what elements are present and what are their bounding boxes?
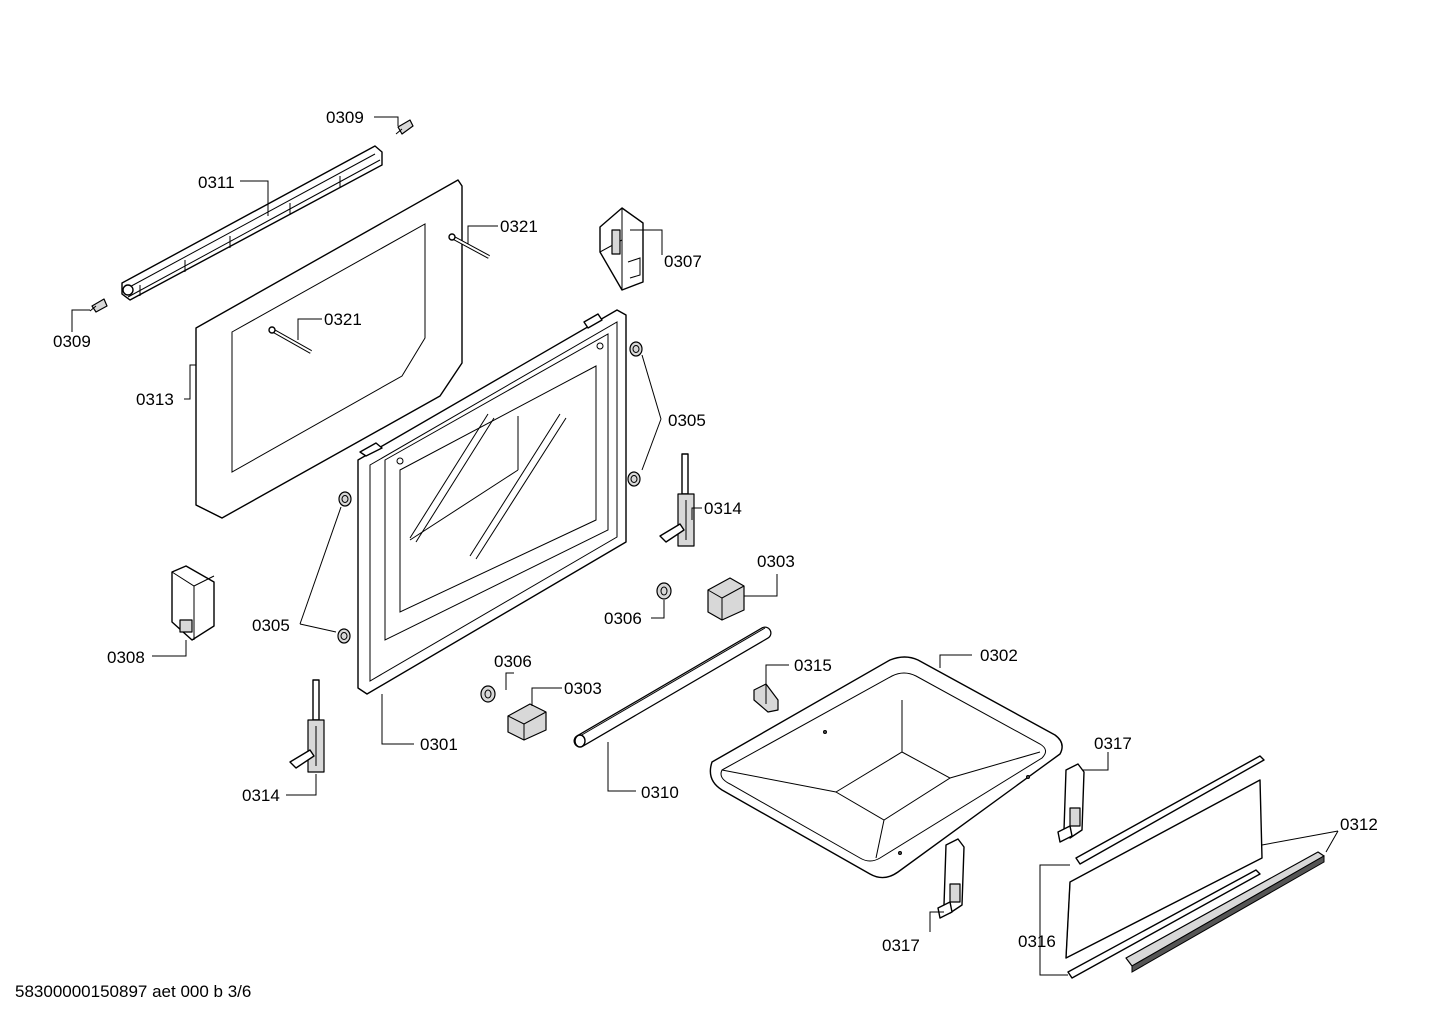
label-0306-left: 0306 xyxy=(494,652,532,671)
label-0310: 0310 xyxy=(641,783,679,802)
part-strip-0312-cover xyxy=(1125,851,1325,973)
part-clip-0303-a xyxy=(707,577,745,621)
label-0321-mid: 0321 xyxy=(324,310,362,329)
part-hinge-0317-lower xyxy=(937,838,965,919)
leader-lines xyxy=(71,116,1339,976)
label-0302: 0302 xyxy=(980,646,1018,665)
label-0317-bottom: 0317 xyxy=(882,936,920,955)
label-0311: 0311 xyxy=(198,173,235,192)
part-grommet-0305-d xyxy=(337,628,351,644)
part-clip-0315 xyxy=(753,683,779,713)
part-bracket-0308 xyxy=(171,565,215,641)
part-strip-0312-lower xyxy=(1067,869,1261,979)
label-0305-right: 0305 xyxy=(668,411,706,430)
label-0314-left: 0314 xyxy=(242,786,280,805)
label-0303-right: 0303 xyxy=(757,552,795,571)
part-strip-0312-upper xyxy=(1075,755,1265,865)
part-outer-door-0301 xyxy=(357,309,627,695)
part-hinge-0314-right xyxy=(659,453,695,547)
label-0307: 0307 xyxy=(664,252,702,271)
part-inner-glass-0313 xyxy=(195,179,463,519)
part-clip-0303-b xyxy=(507,703,547,741)
label-0308: 0308 xyxy=(107,648,145,667)
part-hinge-0317-upper xyxy=(1057,763,1085,843)
label-0317-right: 0317 xyxy=(1094,734,1132,753)
part-rod-0310 xyxy=(573,626,772,748)
label-0321-top: 0321 xyxy=(500,217,538,236)
label-0303-left: 0303 xyxy=(564,679,602,698)
label-0301: 0301 xyxy=(420,735,458,754)
label-0306-right: 0306 xyxy=(604,609,642,628)
label-0316: 0316 xyxy=(1018,932,1056,951)
part-spacer-0306-b xyxy=(480,685,496,703)
label-0315: 0315 xyxy=(794,656,832,675)
part-hinge-0314-left xyxy=(289,679,325,773)
part-bracket-0307 xyxy=(599,207,644,291)
part-pin-0321-a xyxy=(448,233,490,259)
part-panel-0316 xyxy=(1065,779,1263,959)
label-0312: 0312 xyxy=(1340,815,1378,834)
part-screw-0309-top xyxy=(395,119,414,135)
part-top-rail-0311 xyxy=(121,145,383,301)
part-screw-0309-left xyxy=(89,298,108,313)
part-grommet-0305-b xyxy=(627,471,641,487)
part-spacer-0306-a xyxy=(656,582,672,600)
part-grommet-0305-a xyxy=(629,341,643,357)
label-0309-top: 0309 xyxy=(326,108,364,127)
label-0314-right: 0314 xyxy=(704,499,742,518)
part-pin-0321-b xyxy=(268,326,312,354)
part-grommet-0305-c xyxy=(338,491,352,507)
part-tray-0302 xyxy=(709,656,1063,879)
label-0313: 0313 xyxy=(136,390,174,409)
label-0309-left: 0309 xyxy=(53,332,91,351)
label-0305-left: 0305 xyxy=(252,616,290,635)
document-footer-code: 58300000150897 aet 000 b 3/6 xyxy=(15,982,251,1001)
